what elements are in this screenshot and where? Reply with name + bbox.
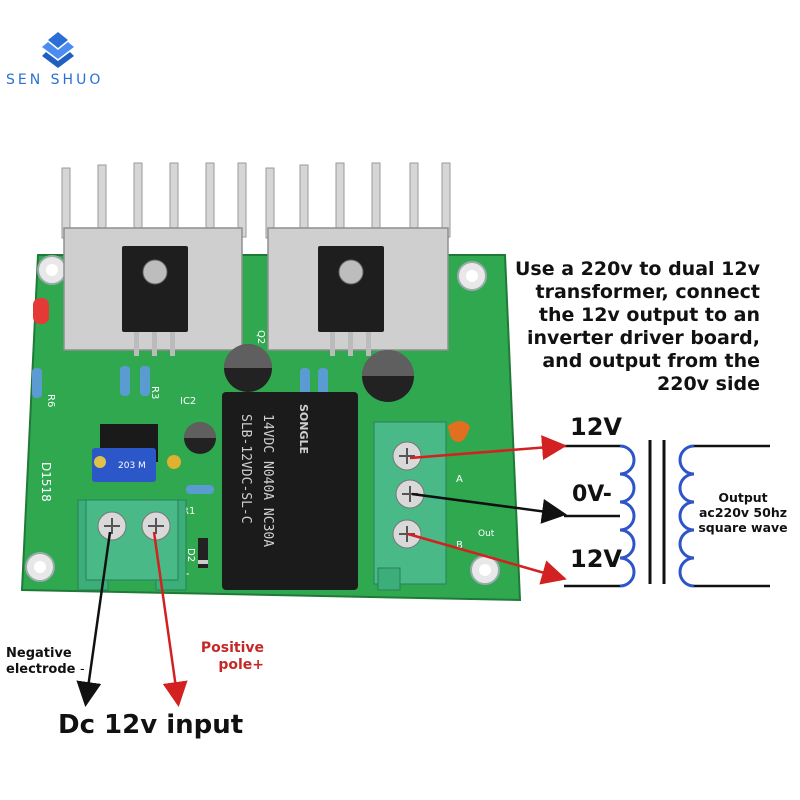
mosfet-left (122, 246, 188, 356)
relay-line2: SLB-12VDC-SL-C (238, 414, 253, 524)
label-b: B (456, 540, 463, 551)
brand-name: SEN SHUO (6, 72, 104, 88)
mosfet-right (318, 246, 384, 356)
output-line: Output (718, 490, 768, 505)
output-line: square wave (698, 520, 788, 535)
arrow-positive (152, 531, 188, 707)
label-r1: R1 (182, 506, 195, 517)
heatsink-right (265, 162, 451, 239)
output-line: ac220v 50hz (698, 505, 787, 520)
diode (198, 538, 208, 568)
label-12v-top: 12V (570, 413, 622, 441)
instruction-line: Use a 220v to dual 12v (515, 258, 760, 280)
resistors (32, 366, 328, 494)
transformer-schematic (619, 444, 695, 588)
label-d2: D2 (185, 548, 196, 562)
label-r3: R3 (149, 386, 160, 399)
output-terminal-block (373, 421, 447, 591)
primary-coil (619, 444, 636, 588)
label-a: A (456, 474, 463, 485)
arrow-bottom-12v (407, 532, 567, 585)
transformer-leads (564, 444, 770, 588)
arrow-center-0v (411, 492, 567, 524)
negative-text: Negative electrode (6, 646, 76, 677)
relay-brand: SONGLE (297, 404, 310, 454)
relay: 14VDC N040A NC30A SLB-12VDC-SL-C SONGLE (222, 392, 358, 590)
red-led (33, 298, 49, 324)
output-description: Output ac220v 50hz square wave (693, 490, 793, 535)
instruction-text: Use a 220v to dual 12v transformer, conn… (460, 258, 760, 396)
instruction-line: and output from the (542, 350, 760, 372)
instruction-line: 220v side (657, 373, 760, 395)
transformer-core (648, 440, 666, 584)
arrow-top-12v (409, 435, 567, 461)
dc-input-label: Dc 12v input (58, 710, 244, 740)
input-terminal-block (77, 499, 187, 591)
instruction-line: transformer, connect (535, 281, 761, 303)
label-12v-bottom: 12V (570, 545, 622, 573)
label-out: Out (478, 529, 495, 539)
capacitors (184, 344, 414, 454)
instruction-line: the 12v output to an (538, 304, 760, 326)
label-ic2: IC2 (180, 396, 196, 407)
positive-pole-label: Positive pole+ (200, 640, 264, 673)
potentiometer (92, 448, 156, 482)
mounting-holes (25, 255, 500, 585)
secondary-coil (678, 444, 695, 588)
label-0v-center: 0V- (572, 482, 612, 507)
arrow-negative (76, 531, 112, 707)
heatsink-left (61, 162, 247, 239)
yellow-capacitor (167, 455, 181, 469)
label-pot: 203 M (118, 461, 146, 471)
negative-sign: - (80, 662, 85, 677)
label-q2: Q2 (255, 330, 266, 344)
brand-logo-icon (42, 32, 74, 68)
instruction-line: inverter driver board, (526, 327, 760, 349)
label-d1518: D1518 (39, 462, 53, 502)
orange-capacitor (448, 421, 470, 442)
label-r6: R6 (45, 394, 56, 407)
negative-electrode-label: Negative electrode - (6, 646, 86, 678)
relay-line1: 14VDC N040A NC30A (260, 414, 275, 547)
